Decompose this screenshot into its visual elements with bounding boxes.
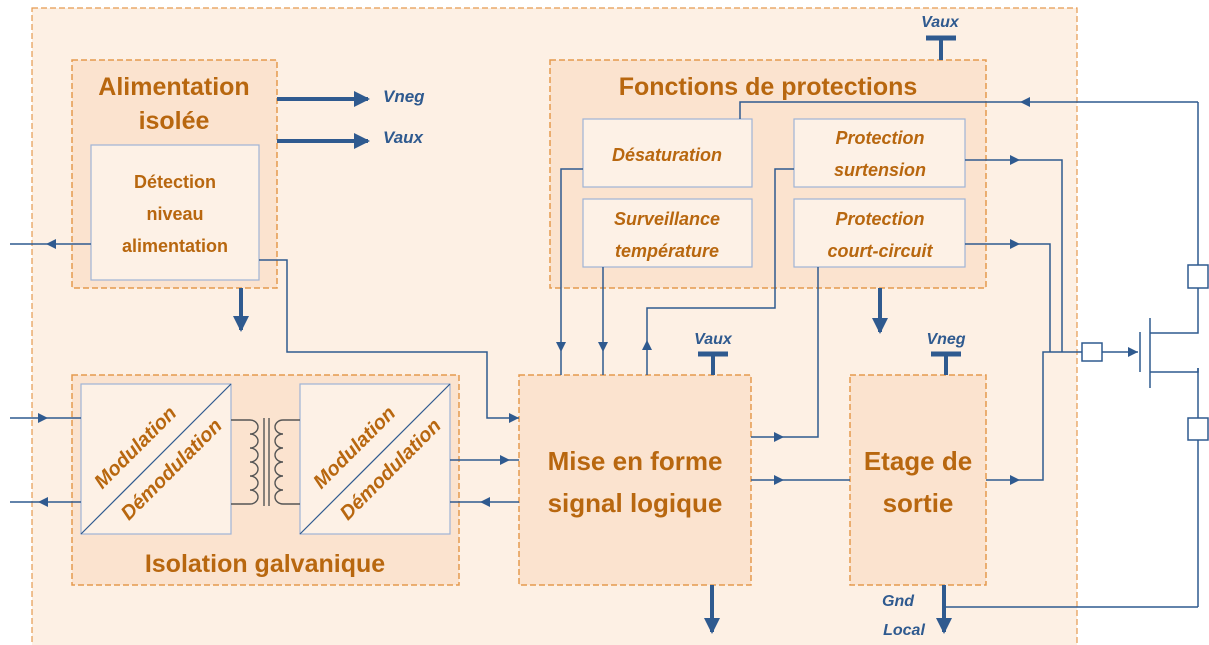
courtcircuit-box [793,198,966,268]
mise-en-forme-line1: Mise en forme [548,446,723,476]
etage-line2: sortie [883,488,954,518]
surveillance-line1: Surveillance [614,209,720,229]
etage-line1: Etage de [864,446,972,476]
protections-title: Fonctions de protections [619,73,918,101]
desaturation-box [582,118,753,188]
detection-box [90,144,260,281]
modem-right-diagonal [299,383,451,535]
arrowheads [480,97,1138,507]
gnd-local-line1: Gnd [882,593,915,610]
detection-line3: alimentation [122,236,228,256]
alimentation-title-line2: isolée [139,107,210,135]
detection-line2: niveau [146,204,203,224]
isolation-input-head [38,413,48,423]
etage-block [849,374,987,586]
vneg-output-label: Vneg [383,87,425,106]
vaux-top-label: Vaux [921,14,960,31]
surtension-box [793,118,966,188]
courtcircuit-line2: court-circuit [827,241,933,261]
isolation-title: Isolation galvanique [145,550,385,578]
transistor-symbol [1081,264,1209,441]
detection-out-head [46,239,56,249]
gnd-local-line2: Local [883,622,925,639]
surtension-line1: Protection [835,128,924,148]
transformer-symbol [231,418,300,506]
vneg-etage-label: Vneg [926,331,965,348]
courtcircuit-line1: Protection [835,209,924,229]
vaux-output-label: Vaux [383,128,425,147]
desaturation-label: Désaturation [612,145,722,165]
surveillance-box [582,198,753,268]
isolation-output-head [38,497,48,507]
mise-en-forme-block [518,374,752,586]
detection-line1: Détection [134,172,216,192]
wires [259,101,1199,607]
vaux-mise-label: Vaux [694,331,733,348]
modem-left-diagonal [80,383,232,535]
mise-en-forme-line2: signal logique [548,488,723,518]
surveillance-line2: température [615,241,719,261]
alimentation-title-line1: Alimentation [98,73,249,101]
surtension-line2: surtension [834,160,926,180]
